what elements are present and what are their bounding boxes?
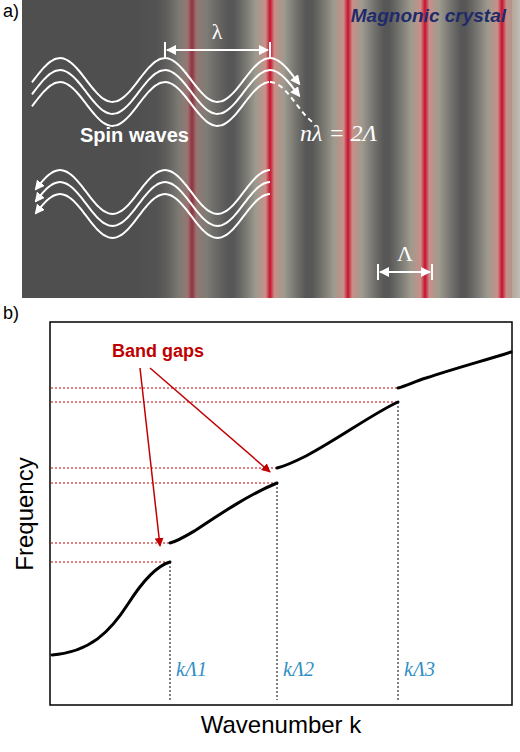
panel-letter: a) [3, 2, 19, 22]
spin-waves-label: Spin waves [80, 124, 189, 146]
spin-wave [32, 82, 269, 126]
band-gap-arrows [140, 368, 270, 546]
axes-frame [50, 322, 512, 705]
spin-wave [32, 58, 299, 102]
band-gaps-label: Band gaps [112, 342, 204, 362]
bracket-tick [377, 264, 379, 280]
bracket-tick [269, 42, 271, 58]
spin-wave [32, 70, 299, 114]
bracket-tick [164, 42, 166, 58]
panel-heading: Magnonic crystal [351, 6, 506, 27]
axis-title: Wavenumber k [201, 712, 362, 738]
left-fade [22, 0, 182, 298]
red-stripe [466, 0, 520, 298]
dispersion-panel [50, 322, 512, 705]
bragg-condition: nλ = 2Λ [300, 120, 377, 146]
red-stripe [389, 0, 461, 298]
period-symbol: Λ [397, 242, 413, 266]
zone-boundary-label: kΛ1 [176, 658, 207, 680]
crystal-ground [22, 0, 512, 298]
red-stripe [234, 0, 306, 298]
zone-boundaries [170, 402, 398, 700]
panel-letter: b) [3, 304, 19, 324]
bracket-tick [431, 264, 433, 280]
spin-wave [36, 182, 270, 226]
spin-wave [270, 82, 312, 122]
period-bracket [380, 271, 430, 273]
spin-wave [36, 170, 270, 214]
zone-boundary-label: kΛ2 [283, 658, 314, 680]
zone-boundary-label: kΛ3 [404, 658, 435, 680]
axis-title: Frequency [12, 457, 38, 570]
gap-guides [51, 388, 398, 562]
red-stripes [156, 0, 520, 298]
crystal-panel [22, 0, 520, 298]
spin-wave [36, 194, 270, 238]
dispersion-curve [52, 352, 511, 655]
spin-wave-curves [32, 58, 312, 238]
wavelength-symbol: λ [212, 20, 223, 44]
wavelength-bracket [167, 49, 268, 51]
red-stripe [312, 0, 384, 298]
